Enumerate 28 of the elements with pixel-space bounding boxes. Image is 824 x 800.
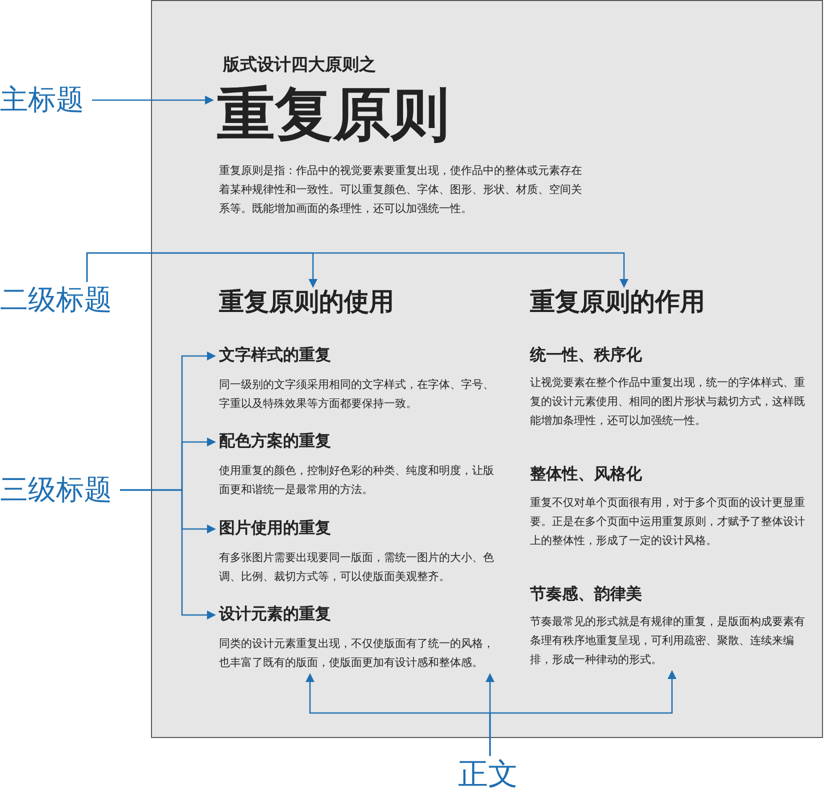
body-paragraph: 同类的设计元素重复出现，不仅使版面有了统一的风格，也丰富了既有的版面，使版面更加有设计感和整体感。 [219,634,504,672]
item-heading: 整体性、风格化 [530,465,642,484]
body-paragraph: 节奏最常见的形式就是有规律的重复，是版面构成要素有条理有秩序地重复呈现，可利用疏密、聚散、连续来编排，形成一种律动的形式。 [530,612,808,669]
body-paragraph: 使用重复的颜色，控制好色彩的种类、纯度和明度，让版面更和谐统一是最常用的方法。 [219,461,504,499]
body-paragraph: 重复不仅对单个页面很有用，对于多个页面的设计更显重要。正是在多个页面中运用重复原则，才赋予了整体设计上的整体性，形成了一定的设计风格。 [530,493,808,550]
arrow [489,670,676,756]
annotation-label: 三级标题 [0,474,112,506]
arrow [92,96,214,105]
intro-paragraph: 重复原则是指：作品中的视觉要素要重复出现，使作品中的整体或元素存在着某种规律性和一致性。可以重复颜色、字体、图形、形状、材质、空间关系等。既能增加画面的条理性，还可以加强统一性。 [219,161,589,218]
subtitle: 版式设计四大原则之 [223,56,376,76]
item-heading: 配色方案的重复 [219,432,331,450]
section-heading: 重复原则的使用 [219,288,394,317]
annotation-label: 主标题 [0,84,84,116]
arrow [120,489,216,620]
main-title: 重复原则 [217,81,449,148]
body-paragraph: 让视觉要素在整个作品中重复出现，统一的字体样式、重复的设计元素使用、相同的图片形状与裁切方式，这样既能增加条理性，还可以加强统一性。 [530,373,808,430]
item-heading: 设计元素的重复 [219,605,331,624]
section-heading: 重复原则的作用 [530,288,705,317]
item-heading: 文字样式的重复 [219,346,331,364]
item-heading: 图片使用的重复 [219,519,331,538]
item-heading: 节奏感、韵律美 [530,585,642,604]
body-paragraph: 同一级别的文字须采用相同的文字样式，在字体、字号、字重以及特殊效果等方面都要保持一致。 [219,375,504,413]
page-panel [151,0,823,738]
item-heading: 统一性、秩序化 [530,346,642,364]
body-paragraph: 有多张图片需要出现要同一版面，需统一图片的大小、色调、比例、裁切方式等，可以使版面美观整齐。 [219,548,504,586]
annotation-label: 正文 [458,758,518,792]
arrow [86,252,628,288]
annotation-label: 二级标题 [0,284,112,316]
